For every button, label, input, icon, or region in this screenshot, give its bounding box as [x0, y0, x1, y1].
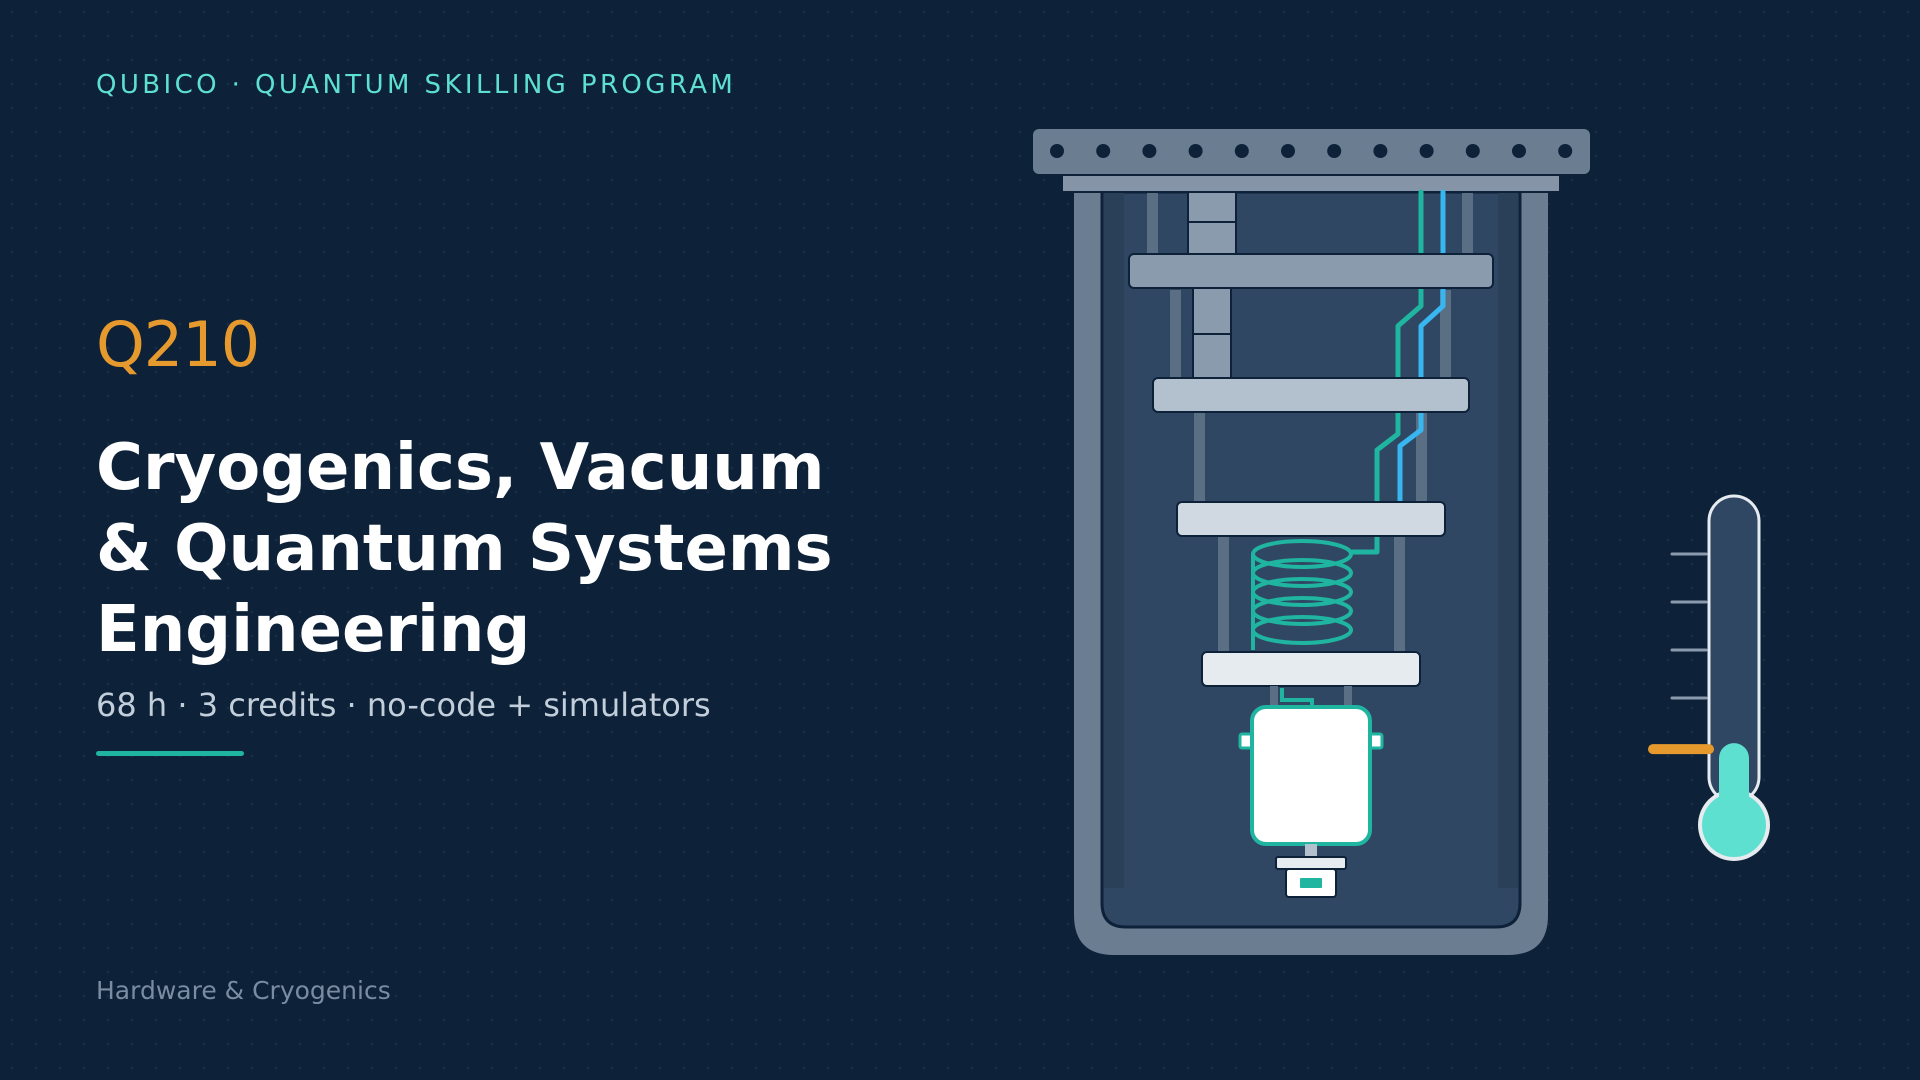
coax-wires [1349, 189, 1446, 555]
flange-bolt [1050, 144, 1064, 158]
stage-plate [1152, 377, 1470, 413]
flange-bolt [1188, 144, 1203, 158]
course-title-line: Engineering [96, 593, 531, 667]
stage-plate [1201, 651, 1421, 687]
flange-bolt [1096, 144, 1111, 158]
stage-plate [1128, 253, 1494, 289]
flange-bolt [1419, 144, 1434, 158]
flange-bolt [1281, 144, 1295, 158]
temperature-stages [1128, 253, 1494, 687]
thermometer-ticks [1670, 552, 1708, 700]
accent-divider [96, 751, 244, 756]
flange-bolt [1465, 144, 1480, 158]
central-pillar [1187, 191, 1237, 379]
flange-bolt [1142, 144, 1157, 158]
course-title: Cryogenics, Vacuum & Quantum Systems Eng… [96, 428, 856, 671]
qubit-chip-package [1238, 705, 1384, 898]
course-title-line: Cryogenics, Vacuum [96, 431, 825, 505]
flange-bolts [1050, 144, 1573, 158]
support-rods [1147, 192, 1473, 651]
flange-bolt [1234, 144, 1249, 158]
flange-bolt [1512, 144, 1526, 158]
thermometer-icon [1648, 494, 1770, 861]
course-code: Q210 [96, 308, 260, 381]
course-category: Hardware & Cryogenics [96, 976, 391, 1005]
flange-bolt [1373, 144, 1388, 158]
flange-bolt [1558, 144, 1573, 158]
program-eyebrow: QUBICO · QUANTUM SKILLING PROGRAM [96, 70, 737, 100]
coil [1251, 539, 1353, 650]
flange-bolt [1327, 144, 1342, 158]
course-meta: 68 h · 3 credits · no-code + simulators [96, 686, 711, 724]
top-flange [1031, 127, 1592, 193]
stage-plate [1176, 501, 1446, 537]
course-title-line: & Quantum Systems [96, 512, 833, 586]
